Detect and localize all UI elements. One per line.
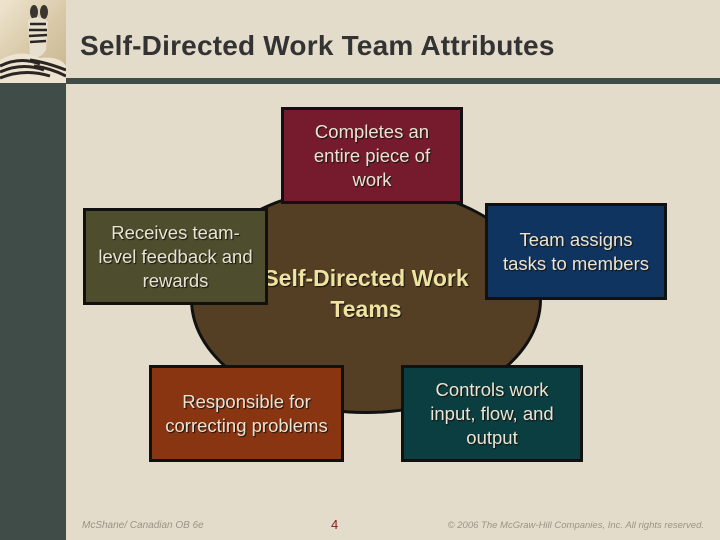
attribute-label: Team assigns tasks to members [503,228,649,274]
center-label: Self-Directed Work Teams [263,265,469,322]
zebra-logo-icon [0,0,66,83]
attribute-label: Receives team-level feedback and rewards [98,221,253,291]
footer-source: McShane/ Canadian OB 6e [82,520,204,531]
attribute-box-right: Team assigns tasks to members [485,203,667,300]
page-number: 4 [331,517,339,532]
attribute-box-top: Completes an entire piece of work [281,107,463,204]
slide-title: Self-Directed Work Team Attributes [80,30,555,61]
attribute-label: Responsible for correcting problems [165,390,328,436]
attribute-box-bottom-right: Controls work input, flow, and output [401,365,583,462]
footer-copyright: © 2006 The McGraw-Hill Companies, Inc. A… [447,520,704,531]
attribute-label: Controls work input, flow, and output [430,378,554,448]
zebra-icon [0,5,66,83]
title-divider [66,78,720,84]
attribute-box-bottom-left: Responsible for correcting problems [149,365,344,462]
attribute-label: Completes an entire piece of work [313,120,431,190]
left-sidebar-bar [0,83,66,540]
attribute-box-left: Receives team-level feedback and rewards [83,208,268,305]
